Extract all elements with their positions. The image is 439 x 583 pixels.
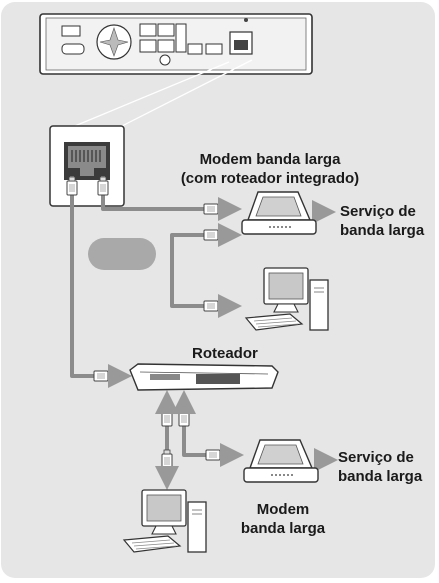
zoom-line-right bbox=[117, 59, 253, 129]
cable-to-router bbox=[70, 176, 94, 378]
modem-label-line1: Modem bbox=[256, 501, 310, 518]
service-bottom-label-line2: banda larga bbox=[338, 468, 423, 485]
placeholder-pill bbox=[88, 238, 156, 270]
modem-label-line2: banda larga bbox=[240, 520, 326, 537]
modem-router-label-line2: (com roteador integrado) bbox=[180, 170, 360, 187]
modem-router-label: Modem banda larga (com roteador integrad… bbox=[175, 150, 365, 188]
service-bottom-label-line1: Serviço de bbox=[338, 449, 414, 466]
service-bottom-label: Serviço de banda larga bbox=[338, 448, 422, 486]
cable-modem-router-to-pc bbox=[170, 233, 204, 308]
home-theater-rear-panel bbox=[39, 13, 313, 75]
service-top-label: Serviço de banda larga bbox=[340, 202, 424, 240]
router-label: Roteador bbox=[192, 345, 258, 362]
router-device bbox=[129, 363, 279, 391]
lan-port-closeup bbox=[49, 125, 125, 207]
modem-router-label-line1: Modem banda larga bbox=[199, 151, 341, 168]
service-top-label-line2: banda larga bbox=[340, 222, 425, 239]
modem-label: Modem banda larga bbox=[228, 500, 338, 538]
service-top-label-line1: Serviço de bbox=[340, 203, 416, 220]
diagram-panel bbox=[1, 2, 435, 578]
zoom-line-left bbox=[69, 61, 230, 129]
